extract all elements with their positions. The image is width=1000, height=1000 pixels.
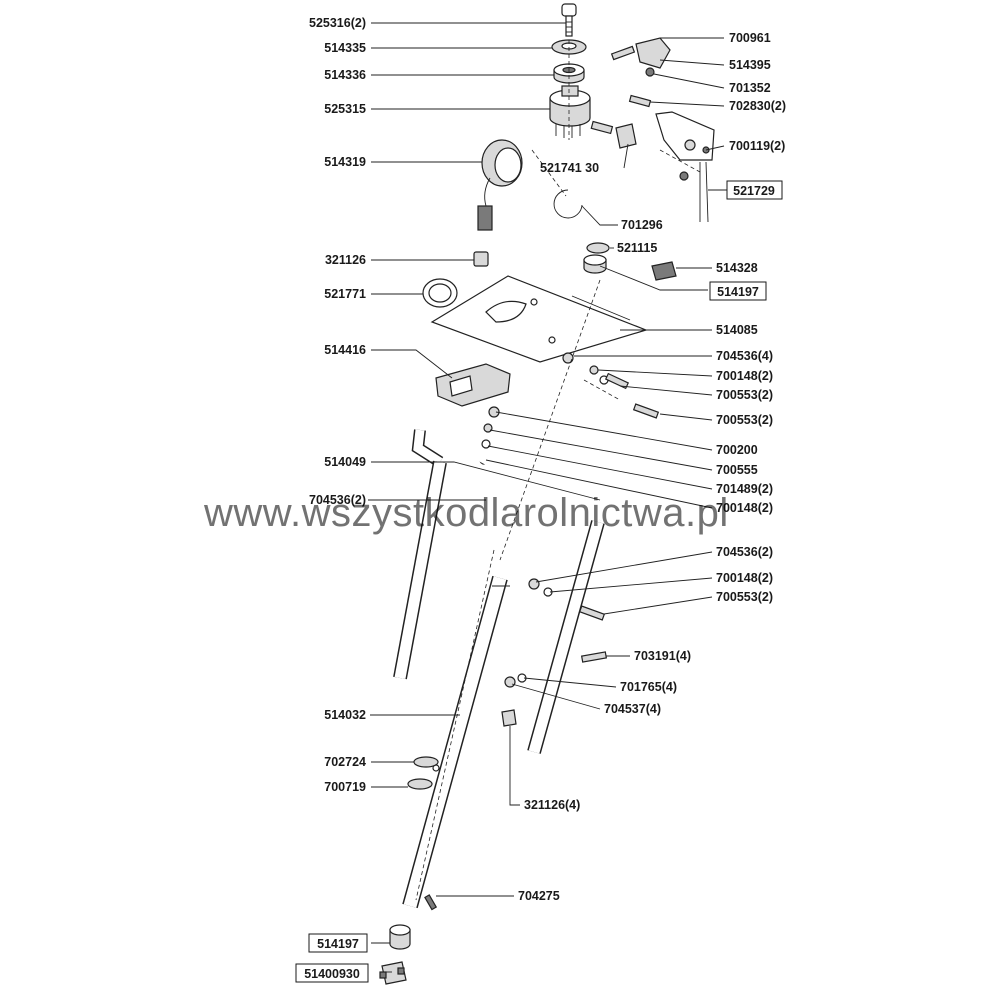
lever-cap-part [610, 37, 671, 77]
part-label-525316: 525316(2) [309, 16, 366, 30]
part-label-701296: 701296 [621, 218, 663, 232]
part-label-700553-a: 700553(2) [716, 388, 773, 402]
part-label-702724: 702724 [324, 755, 366, 769]
switch-part [651, 261, 677, 281]
part-label-321126: 321126 [325, 253, 366, 267]
assembly-center-lines [415, 40, 701, 901]
fasteners-lower-part [501, 578, 608, 727]
part-label-514197-bottom: 514197 [317, 937, 359, 951]
part-box-521729 [726, 180, 783, 200]
part-label-702830: 702830(2) [729, 99, 786, 113]
leader-lines [368, 22, 743, 973]
mount-bracket-part [435, 363, 511, 407]
part-box-51400930 [295, 963, 369, 983]
part-label-700148-a: 700148(2) [716, 369, 773, 383]
lower-bushing-part [389, 924, 411, 950]
part-label-700148-b: 700148(2) [716, 501, 773, 515]
part-label-700553-b: 700553(2) [716, 413, 773, 427]
part-label-321126-4: 321126(4) [524, 798, 580, 812]
part-label-701489: 701489(2) [716, 482, 773, 496]
part-label-514416: 514416 [324, 343, 366, 357]
roll-pin-part [424, 894, 438, 911]
horn-part [477, 139, 523, 231]
part-label-700555: 700555 [716, 463, 758, 477]
part-label-700961: 700961 [729, 31, 771, 45]
clip-part [473, 251, 489, 267]
part-label-514328: 514328 [716, 261, 758, 275]
watermark-text: www.wszystkodlarolnictwa.pl [203, 491, 729, 535]
part-label-521741: 521741 30 [540, 161, 599, 175]
part-label-521115: 521115 [617, 241, 657, 255]
bushing-part [583, 242, 610, 274]
part-label-704275: 704275 [518, 889, 560, 903]
ignition-switch-part [549, 85, 591, 138]
part-label-514319: 514319 [324, 155, 366, 169]
ignition-key-part [561, 3, 577, 37]
switch-nut-part [553, 63, 585, 84]
part-label-703191: 703191(4) [634, 649, 691, 663]
part-label-704536-left: 704536(2) [309, 493, 366, 507]
throttle-bracket-part [590, 94, 715, 223]
part-label-704536-4: 704536(4) [716, 349, 773, 363]
part-label-700719: 700719 [324, 780, 366, 794]
part-label-700119: 700119(2) [729, 139, 785, 153]
part-label-700553-c: 700553(2) [716, 590, 773, 604]
part-label-525315: 525315 [324, 102, 366, 116]
part-box-514197-bottom [308, 933, 368, 953]
part-label-521771: 521771 [324, 287, 366, 301]
part-label-701352: 701352 [729, 81, 771, 95]
part-box-514197-top [709, 281, 767, 301]
part-label-514336: 514336 [324, 68, 366, 82]
part-label-704536-c: 704536(2) [716, 545, 773, 559]
part-label-514049: 514049 [324, 455, 366, 469]
part-label-701765: 701765(4) [620, 680, 677, 694]
fasteners-upper-part [479, 352, 660, 465]
part-label-514197-top: 514197 [717, 285, 759, 299]
steering-shaft-part [402, 575, 510, 909]
part-label-704537: 704537(4) [604, 702, 661, 716]
control-panel-plate-part [430, 275, 648, 363]
part-label-514335: 514335 [324, 41, 366, 55]
shaft-washers-part [407, 756, 439, 790]
part-label-514085: 514085 [716, 323, 758, 337]
part-label-514032: 514032 [324, 708, 366, 722]
part-label-700200: 700200 [716, 443, 758, 457]
handle-bar-part [393, 420, 610, 754]
circlip-part [553, 189, 583, 219]
part-label-521729: 521729 [733, 184, 775, 198]
part-label-514395: 514395 [729, 58, 771, 72]
part-label-700148-c: 700148(2) [716, 571, 773, 585]
cable-ring-part [422, 278, 458, 308]
part-label-51400930: 51400930 [304, 967, 360, 981]
pinion-gear-part [379, 961, 407, 985]
